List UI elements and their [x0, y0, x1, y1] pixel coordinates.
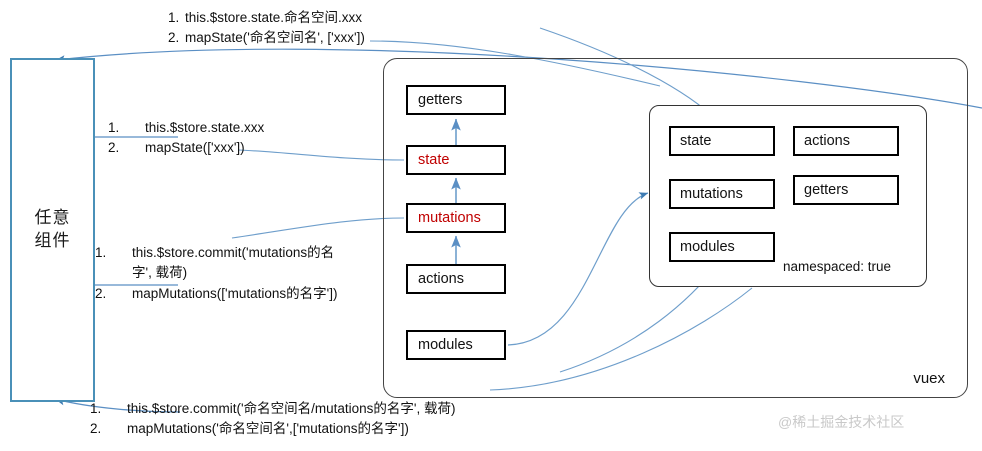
- namespaced-flag-label: namespaced: true: [783, 259, 892, 274]
- namespaced-box-actions[interactable]: actions: [793, 126, 899, 156]
- wire-mutations-box-to-note: [231, 217, 405, 239]
- core-box-getters[interactable]: getters: [406, 85, 506, 115]
- note-top-item-2-number: 2.: [168, 30, 180, 46]
- note-mutations-item-1-number: 1.: [95, 245, 107, 260]
- vuex-label: vuex: [913, 370, 945, 387]
- note-mutations-item-1: 1. this.$store.commit('mutations的名字', 载荷…: [95, 243, 347, 284]
- core-box-actions-label: actions: [418, 271, 464, 287]
- core-box-actions[interactable]: actions: [406, 264, 506, 294]
- note-mutations-access: 1. this.$store.commit('mutations的名字', 载荷…: [95, 243, 347, 304]
- note-bottom-item-2-number: 2.: [90, 421, 102, 437]
- namespaced-box-modules-label: modules: [680, 239, 735, 255]
- any-component-label: 任意 组件: [35, 207, 71, 253]
- note-state-item-2: 2. mapState(['xxx']): [108, 138, 264, 158]
- core-box-modules[interactable]: modules: [406, 330, 506, 360]
- note-bottom-item-1-text: this.$store.commit('命名空间名/mutations的名字',…: [127, 401, 456, 416]
- namespaced-box-getters[interactable]: getters: [793, 175, 899, 205]
- namespaced-box-state-label: state: [680, 133, 712, 149]
- note-bottom-list: 1. this.$store.commit('命名空间名/mutations的名…: [90, 399, 455, 440]
- note-top-item-1-number: 1.: [168, 10, 180, 25]
- core-box-state[interactable]: state: [406, 145, 506, 175]
- note-bottom-item-1: 1. this.$store.commit('命名空间名/mutations的名…: [90, 399, 455, 419]
- note-mutations-item-1-text: this.$store.commit('mutations的名字', 载荷): [132, 245, 335, 281]
- note-state-item-2-text: mapState(['xxx']): [145, 140, 245, 156]
- note-state-item-2-number: 2.: [108, 140, 120, 156]
- core-box-modules-label: modules: [418, 337, 473, 353]
- note-top-item-1: 1. this.$store.state.命名空间.xxx: [168, 8, 365, 28]
- core-box-mutations-label: mutations: [418, 210, 481, 226]
- note-state-access: 1. this.$store.state.xxx 2. mapState(['x…: [108, 118, 264, 159]
- note-mutations-item-2: 2. mapMutations(['mutations的名字']): [95, 284, 347, 304]
- core-box-getters-label: getters: [418, 92, 463, 108]
- note-namespaced-mutations-access: 1. this.$store.commit('命名空间名/mutations的名…: [90, 399, 455, 440]
- namespaced-box-state[interactable]: state: [669, 126, 775, 156]
- watermark: @稀土掘金技术社区: [778, 414, 905, 430]
- any-component-label-line2: 组件: [34, 231, 71, 250]
- note-bottom-item-2-text: mapMutations('命名空间名',['mutations的名字']): [127, 421, 409, 437]
- note-state-list: 1. this.$store.state.xxx 2. mapState(['x…: [108, 118, 264, 159]
- namespaced-box-actions-label: actions: [804, 133, 850, 149]
- note-mutations-item-2-text: mapMutations(['mutations的名字']): [132, 285, 338, 301]
- namespaced-box-modules[interactable]: modules: [669, 232, 775, 262]
- note-top-item-1-text: this.$store.state.命名空间.xxx: [185, 10, 363, 25]
- note-bottom-item-2: 2. mapMutations('命名空间名',['mutations的名字']…: [90, 419, 455, 439]
- any-component-box[interactable]: 任意 组件: [10, 58, 95, 402]
- note-state-item-1: 1. this.$store.state.xxx: [108, 118, 264, 138]
- note-top-item-2-text: mapState('命名空间名', ['xxx']): [185, 30, 365, 46]
- note-namespaced-state-access: 1. this.$store.state.命名空间.xxx 2. mapStat…: [168, 8, 365, 49]
- any-component-label-line1: 任意: [34, 208, 71, 228]
- note-mutations-list: 1. this.$store.commit('mutations的名字', 载荷…: [95, 243, 347, 304]
- namespaced-box-mutations[interactable]: mutations: [669, 179, 775, 209]
- namespaced-box-getters-label: getters: [804, 182, 849, 198]
- vuex-container: vuex: [383, 58, 968, 398]
- note-top-list: 1. this.$store.state.命名空间.xxx 2. mapStat…: [168, 8, 365, 49]
- core-box-mutations[interactable]: mutations: [406, 203, 506, 233]
- core-box-state-label: state: [418, 152, 450, 168]
- namespaced-box-mutations-label: mutations: [680, 186, 743, 202]
- note-state-item-1-number: 1.: [108, 120, 120, 135]
- note-top-item-2: 2. mapState('命名空间名', ['xxx']): [168, 28, 365, 48]
- note-state-item-1-text: this.$store.state.xxx: [145, 120, 265, 135]
- note-bottom-item-1-number: 1.: [90, 401, 102, 416]
- note-mutations-item-2-number: 2.: [95, 285, 107, 301]
